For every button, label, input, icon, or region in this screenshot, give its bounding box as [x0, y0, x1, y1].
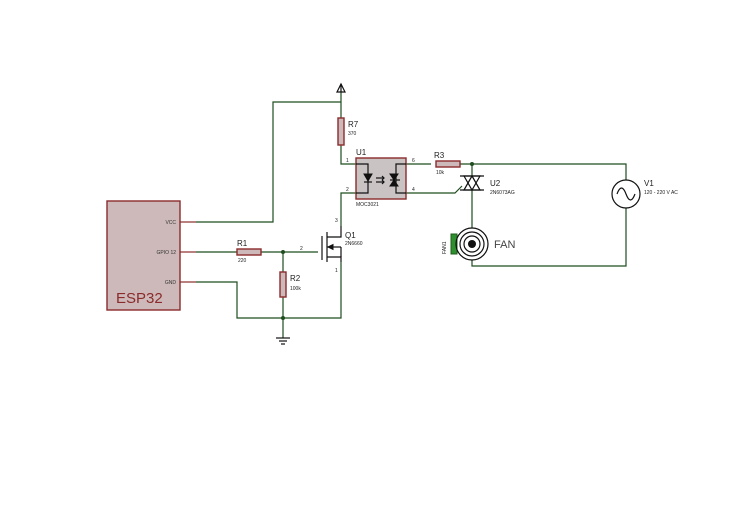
q1-pin-drain: 3 [335, 218, 338, 224]
sine-wave-icon [616, 187, 636, 201]
resistor-r3: R3 10k [434, 151, 461, 176]
r3-value: 10k [436, 170, 445, 176]
resistor-r7: R7 370 [337, 117, 359, 146]
q1-ref: Q1 [345, 231, 356, 240]
u1-ref: U1 [356, 148, 367, 157]
wire-ac-bottom [471, 208, 627, 267]
u1-pin-1: 1 [346, 158, 349, 164]
v1-ref: V1 [644, 179, 654, 188]
r2-value: 100k [290, 286, 301, 292]
esp32-pin-gnd: GND [165, 280, 177, 286]
wire-r7-u1 [340, 145, 356, 165]
ground-symbol [276, 337, 290, 345]
esp32-pin-gpio12: GPIO 12 [157, 250, 177, 256]
junction-r2-top [281, 250, 285, 254]
r7-value: 370 [348, 131, 357, 137]
fan-motor: FAN1 FAN [442, 227, 515, 261]
u2-value: 2N6073AG [490, 190, 515, 196]
junction-ac-top [470, 162, 474, 166]
mosfet-q1: 3 2 1 Q1 2N6660 [300, 218, 363, 274]
resistor-r2: R2 100k [279, 271, 301, 298]
v1-value: 120 - 220 V AC [644, 190, 678, 196]
optocoupler-u1: 1 2 6 4 U1 MOC3021 [346, 148, 415, 208]
esp32-body [106, 200, 181, 311]
esp32-module: VCC GPIO 12 GND ESP32 [106, 200, 196, 311]
wire-vcc [196, 101, 341, 223]
r3-ref: R3 [434, 151, 445, 160]
r7-ref: R7 [348, 120, 359, 129]
q1-pin-source: 1 [335, 268, 338, 274]
esp32-label: ESP32 [116, 290, 163, 307]
u1-body [355, 157, 407, 200]
junction-gnd [281, 316, 285, 320]
power-supply-symbol [336, 82, 346, 93]
ac-source-v1: V1 120 - 220 V AC [611, 179, 678, 209]
fan-tag: FAN1 [442, 241, 448, 254]
triac-u2: U2 2N6073AG [460, 174, 515, 196]
fan-label: FAN [494, 239, 515, 251]
fan-terminal [450, 233, 458, 255]
wire-u1-gate [406, 185, 463, 194]
u2-ref: U2 [490, 179, 501, 188]
wire-ac-top [460, 163, 627, 180]
u1-triac-icon [389, 173, 399, 181]
u1-value: MOC3021 [356, 202, 379, 208]
u1-led-icon [363, 173, 373, 183]
u1-pin-2: 2 [346, 187, 349, 193]
wire-gnd [196, 262, 342, 319]
r1-value: 220 [238, 258, 247, 264]
r2-ref: R2 [290, 274, 301, 283]
esp32-pin-vcc: VCC [165, 220, 176, 226]
wire-q1-u1 [340, 192, 356, 226]
q1-pin-gate: 2 [300, 246, 303, 252]
wires [196, 92, 627, 338]
resistor-r1: R1 220 [236, 239, 262, 264]
fan-icon [468, 240, 476, 248]
q1-value: 2N6660 [345, 241, 363, 247]
r1-ref: R1 [237, 239, 248, 248]
u1-pin-6: 6 [412, 158, 415, 164]
u1-pin-4: 4 [412, 187, 415, 193]
